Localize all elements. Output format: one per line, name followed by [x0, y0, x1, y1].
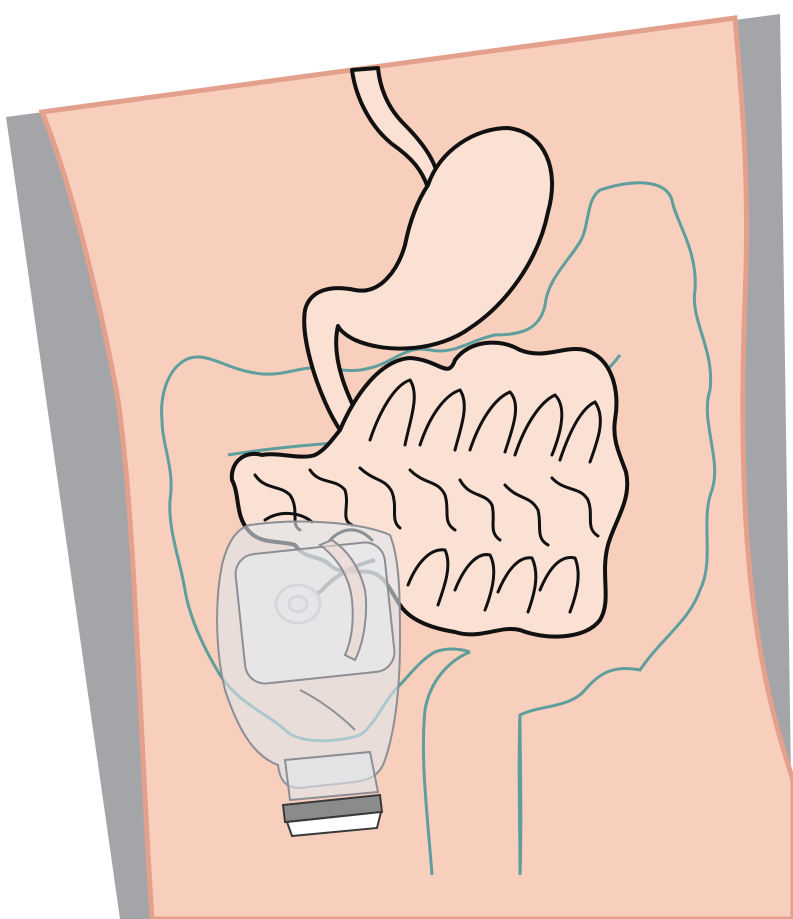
pouch-wafer: [234, 541, 397, 686]
pouch-neck: [285, 752, 378, 800]
